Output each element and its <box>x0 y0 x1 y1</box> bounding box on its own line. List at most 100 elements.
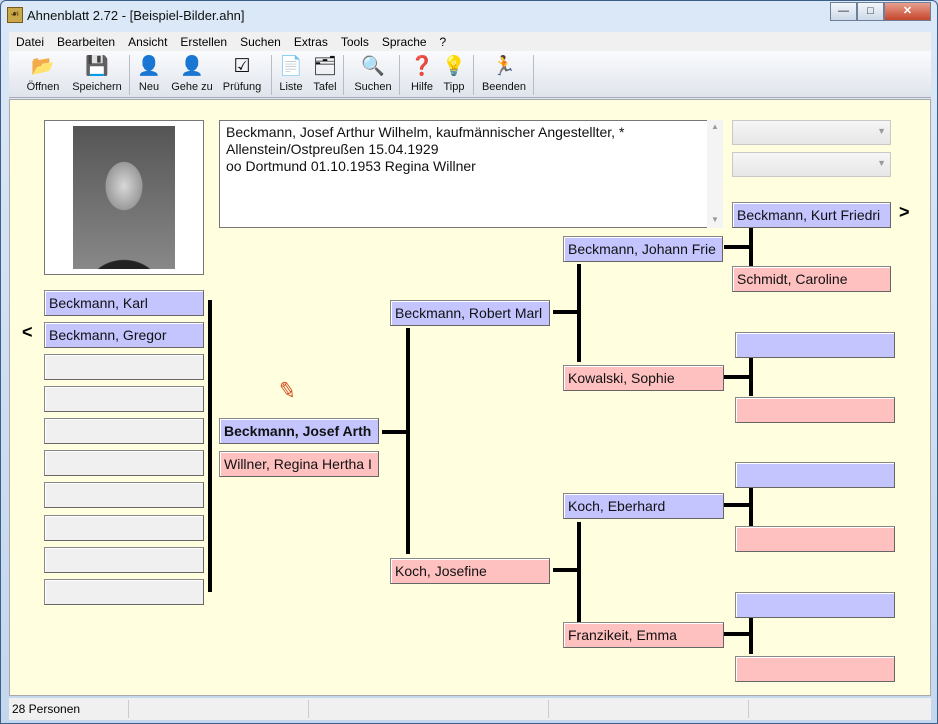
grandmother-maternal-box[interactable]: Franzikeit, Emma <box>563 622 724 648</box>
minimize-button[interactable]: — <box>830 2 857 21</box>
toolbar: 📂Öffnen 💾Speichern 👤Neu 👤Gehe zu ☑Prüfun… <box>9 51 931 98</box>
connector-line <box>208 300 212 592</box>
connector-line <box>553 310 580 314</box>
connector-line <box>577 522 581 622</box>
check-button[interactable]: ☑Prüfung <box>222 56 262 93</box>
app-icon: ☙ <box>7 7 23 23</box>
child-box-empty[interactable] <box>44 450 204 476</box>
toolbar-separator <box>533 55 534 95</box>
toolbar-separator <box>473 55 474 95</box>
person-notes[interactable]: Beckmann, Josef Arthur Wilhelm, kaufmänn… <box>219 120 709 228</box>
menu-erstellen[interactable]: Erstellen <box>180 35 228 49</box>
main-person-box[interactable]: Beckmann, Josef Arth <box>219 418 379 444</box>
connector-line <box>749 228 753 266</box>
new-person-button[interactable]: 👤Neu <box>137 56 161 93</box>
status-panel <box>129 700 309 718</box>
nav-back-arrow[interactable]: < <box>22 322 33 342</box>
grandfather-paternal-box[interactable]: Beckmann, Johann Frie <box>563 236 723 262</box>
grandfather-maternal-box[interactable]: Koch, Eberhard <box>563 493 724 519</box>
ancestor-box-empty[interactable] <box>735 397 895 423</box>
menu-help[interactable]: ? <box>439 35 447 49</box>
chevron-down-icon: ▼ <box>877 158 886 168</box>
connector-line <box>724 375 752 379</box>
search-button[interactable]: 🔍Suchen <box>354 56 392 93</box>
person-photo <box>73 126 175 269</box>
dropdown-2[interactable]: ▼ <box>732 152 891 177</box>
child-box-empty[interactable] <box>44 482 204 508</box>
connector-line <box>577 264 581 362</box>
maximize-button[interactable]: □ <box>857 2 884 21</box>
save-button[interactable]: 💾Speichern <box>72 56 122 93</box>
mother-box[interactable]: Koch, Josefine <box>390 558 550 584</box>
open-button[interactable]: 📂Öffnen <box>26 56 60 93</box>
status-panel <box>309 700 549 718</box>
grandmother-paternal-box[interactable]: Kowalski, Sophie <box>563 365 724 391</box>
toolbar-separator <box>343 55 344 95</box>
menu-ansicht[interactable]: Ansicht <box>128 35 168 49</box>
ancestor-box-empty[interactable] <box>735 526 895 552</box>
connector-line <box>382 430 410 434</box>
connector-line <box>749 358 753 396</box>
child-box-empty[interactable] <box>44 418 204 444</box>
lightbulb-icon: 💡 <box>442 56 466 77</box>
goto-person-icon: 👤 <box>180 56 204 77</box>
help-button[interactable]: ❓Hilfe <box>410 56 434 93</box>
dropdown-1[interactable]: ▼ <box>732 120 891 145</box>
connector-line <box>724 632 752 636</box>
toolbar-separator <box>399 55 400 95</box>
connector-line <box>724 503 752 507</box>
chart-button[interactable]: 🗂Tafel <box>313 56 338 93</box>
menu-sprache[interactable]: Sprache <box>381 35 427 49</box>
list-button[interactable]: 📄Liste <box>279 56 303 93</box>
help-icon: ❓ <box>410 56 434 77</box>
menu-bearbeiten[interactable]: Bearbeiten <box>57 35 116 49</box>
nav-forward-arrow[interactable]: > <box>899 202 910 222</box>
ancestor-box-empty[interactable] <box>735 592 895 618</box>
father-box[interactable]: Beckmann, Robert Marl <box>390 300 550 326</box>
spouse-box[interactable]: Willner, Regina Hertha I <box>219 451 379 477</box>
child-box-empty[interactable] <box>44 547 204 573</box>
menu-suchen[interactable]: Suchen <box>240 35 281 49</box>
great-grandmother-box[interactable]: Schmidt, Caroline <box>732 266 891 292</box>
list-icon: 📄 <box>279 56 303 77</box>
connector-line <box>406 328 410 554</box>
save-icon: 💾 <box>85 56 109 77</box>
open-folder-icon: 📂 <box>31 56 55 77</box>
toolbar-separator <box>271 55 272 95</box>
window-title: Ahnenblatt 2.72 - [Beispiel-Bilder.ahn] <box>27 8 245 23</box>
tree-chart-icon: 🗂 <box>313 56 338 77</box>
connector-line <box>749 488 753 526</box>
person-photo-frame[interactable] <box>44 120 204 275</box>
child-box[interactable]: Beckmann, Karl <box>44 290 204 316</box>
chevron-down-icon: ▼ <box>877 126 886 136</box>
toolbar-separator <box>129 55 130 95</box>
close-button[interactable]: ✕ <box>884 2 931 21</box>
menu-datei[interactable]: Datei <box>16 35 45 49</box>
exit-icon: 🏃 <box>492 56 516 77</box>
ancestor-box-empty[interactable] <box>735 656 895 682</box>
child-box-empty[interactable] <box>44 515 204 541</box>
child-box-empty[interactable] <box>44 386 204 412</box>
goto-button[interactable]: 👤Gehe zu <box>171 56 213 93</box>
pencil-edit-icon[interactable]: ✎ <box>276 376 299 405</box>
status-panel <box>549 700 749 718</box>
pedigree-view: Beckmann, Josef Arthur Wilhelm, kaufmänn… <box>9 99 931 696</box>
great-grandfather-box[interactable]: Beckmann, Kurt Friedri <box>732 202 891 228</box>
ancestor-box-empty[interactable] <box>735 462 895 488</box>
ancestor-box-empty[interactable] <box>735 332 895 358</box>
person-count: 28 Personen <box>9 700 129 718</box>
menu-tools[interactable]: Tools <box>340 35 369 49</box>
tip-button[interactable]: 💡Tipp <box>442 56 466 93</box>
child-box-empty[interactable] <box>44 354 204 380</box>
connector-line <box>553 568 580 572</box>
search-icon: 🔍 <box>361 56 385 77</box>
menu-bar: Datei Bearbeiten Ansicht Erstellen Suchen Ext… <box>9 32 931 51</box>
connector-line <box>749 616 753 654</box>
connector-line <box>724 245 752 249</box>
notes-scrollbar[interactable]: ▲▼ <box>707 120 723 228</box>
exit-button[interactable]: 🏃Beenden <box>481 56 527 93</box>
menu-extras[interactable]: Extras <box>293 35 328 49</box>
child-box[interactable]: Beckmann, Gregor <box>44 322 204 348</box>
child-box-empty[interactable] <box>44 579 204 605</box>
